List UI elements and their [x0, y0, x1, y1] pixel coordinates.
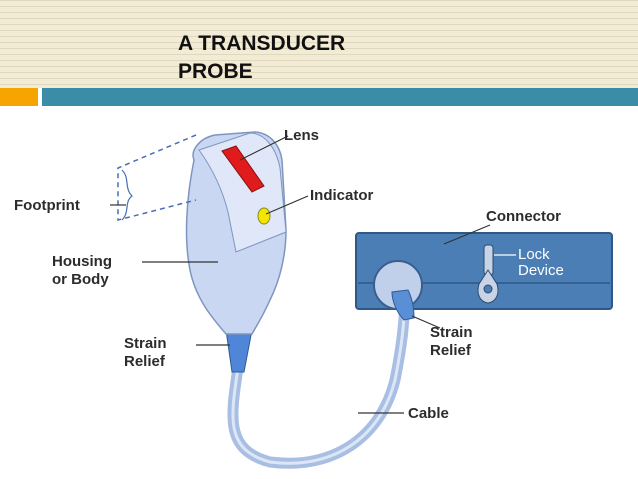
label-footprint: Footprint — [14, 197, 80, 214]
lens — [221, 145, 265, 193]
label-cable: Cable — [408, 405, 449, 422]
slide-header: A TRANSDUCER PROBE — [0, 0, 638, 88]
label-strain-relief-left-line2: Relief — [124, 353, 166, 370]
label-lens: Lens — [284, 127, 319, 144]
label-housing-line2: or Body — [52, 271, 109, 288]
label-lock-device-line1: Lock — [518, 246, 550, 263]
title-line-1: A TRANSDUCER — [178, 32, 346, 55]
label-strain-relief-right-line1: Strain — [430, 324, 473, 341]
strain-relief-probe — [225, 329, 253, 373]
leader-connector — [443, 224, 491, 245]
accent-bar-teal — [42, 88, 638, 106]
indicator — [257, 207, 271, 225]
accent-bar-orange — [0, 88, 38, 106]
label-housing-line1: Housing — [52, 253, 112, 270]
label-strain-relief-right-line2: Relief — [430, 342, 472, 359]
footprint-bracket — [117, 134, 197, 221]
cable-highlight — [231, 298, 407, 465]
label-connector: Connector — [486, 208, 561, 225]
leader-indicator — [265, 195, 309, 215]
label-strain-relief-left-line1: Strain — [124, 335, 167, 352]
strain-relief-connector — [391, 289, 415, 321]
leader-strain-right — [411, 315, 441, 329]
cable — [227, 294, 411, 469]
footprint-brace — [121, 169, 133, 221]
leader-lens — [239, 135, 289, 161]
label-indicator: Indicator — [310, 187, 374, 204]
slide-title: A TRANSDUCER PROBE — [178, 30, 345, 86]
title-line-2: PROBE — [178, 60, 253, 83]
label-lock-device-line2: Device — [518, 262, 564, 279]
lock-device — [477, 244, 499, 304]
transducer-probe-diagram: Lens Indicator Footprint Housing or Body… — [14, 127, 613, 469]
